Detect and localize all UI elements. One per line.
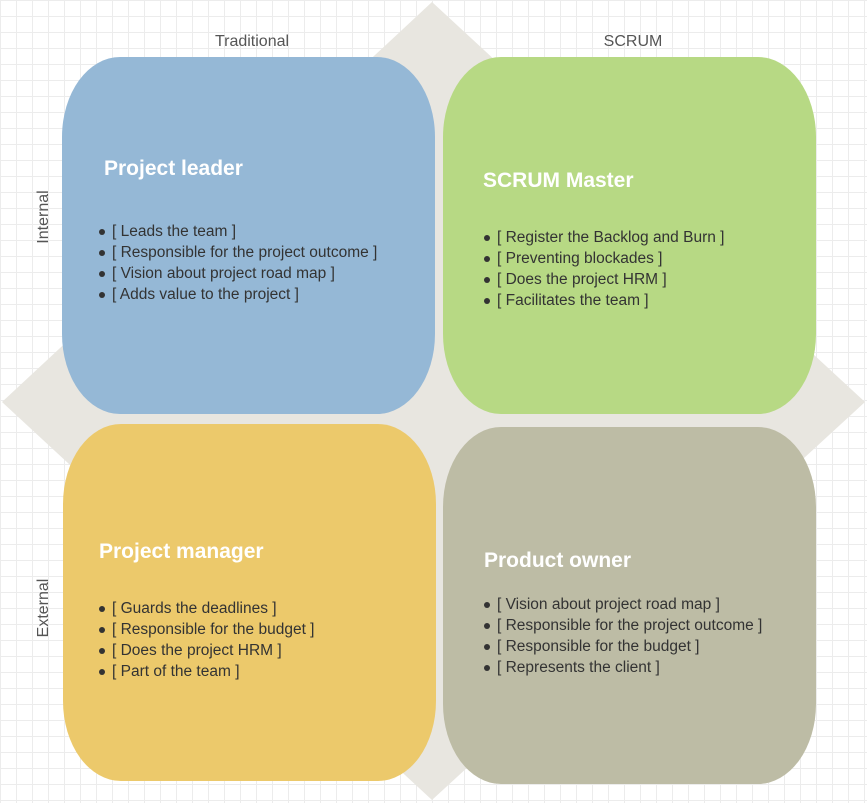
list-item: [ Represents the client ] [484,657,762,678]
list-item: [ Leads the team ] [99,221,377,242]
list-item: [ Responsible for the project outcome ] [99,242,377,263]
axis-label-external: External [35,578,52,638]
quadrant-scrum-master: SCRUM Master [ Register the Backlog and … [443,57,816,414]
list-item: [ Guards the deadlines ] [99,598,315,619]
quadrant-title: Project leader [104,157,243,180]
list-item: [ Does the project HRM ] [484,269,724,290]
quadrant-title: Product owner [484,549,632,572]
quadrant-list: [ Register the Backlog and Burn ] [ Prev… [484,227,724,311]
axis-label-scrum: SCRUM [603,33,663,50]
quadrant-project-manager: Project manager [ Guards the deadlines ]… [63,424,436,781]
list-item: [ Vision about project road map ] [484,594,762,615]
list-item: [ Facilitates the team ] [484,290,724,311]
list-item: [ Register the Backlog and Burn ] [484,227,724,248]
quadrant-product-owner: Product owner [ Vision about project roa… [443,427,816,784]
quadrant-list: [ Guards the deadlines ] [ Responsible f… [99,598,315,682]
list-item: [ Vision about project road map ] [99,263,377,284]
quadrant-list: [ Leads the team ] [ Responsible for the… [99,221,377,305]
list-item: [ Preventing blockades ] [484,248,724,269]
list-item: [ Does the project HRM ] [99,640,315,661]
axis-label-traditional: Traditional [214,33,290,50]
list-item: [ Adds value to the project ] [99,284,377,305]
list-item: [ Responsible for the budget ] [99,619,315,640]
list-item: [ Responsible for the project outcome ] [484,615,762,636]
quadrant-list: [ Vision about project road map ] [ Resp… [484,594,762,678]
list-item: [ Part of the team ] [99,661,315,682]
list-item: [ Responsible for the budget ] [484,636,762,657]
quadrant-title: Project manager [99,540,264,563]
axis-label-internal: Internal [35,190,52,244]
quadrant-title: SCRUM Master [483,169,634,192]
quadrant-project-leader: Project leader [ Leads the team ] [ Resp… [62,57,435,414]
